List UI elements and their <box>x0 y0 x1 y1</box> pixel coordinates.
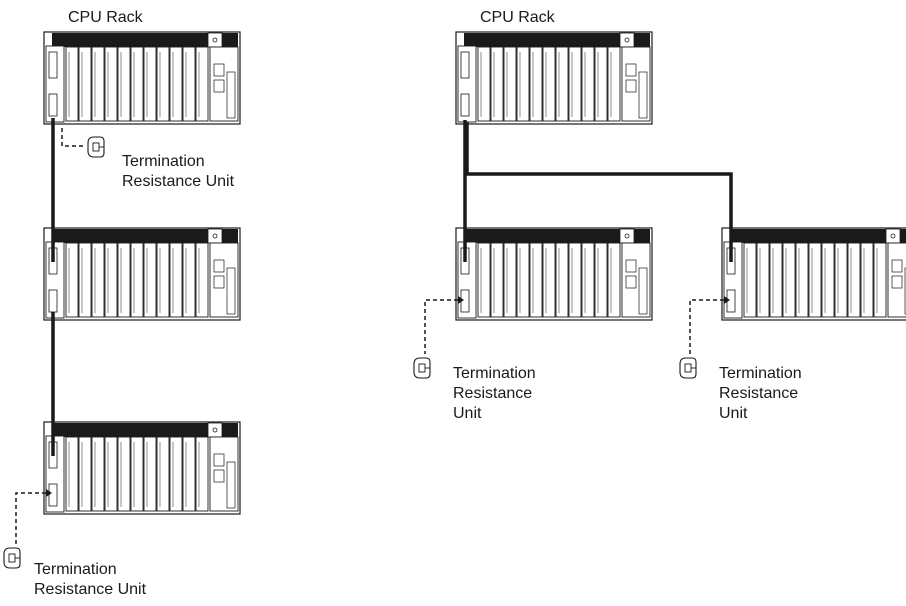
right-cpu-rack-label: CPU Rack <box>480 8 555 28</box>
label-line: Termination <box>122 152 234 172</box>
label-line: Unit <box>453 404 536 424</box>
left-top-termination-connector <box>62 128 86 146</box>
right-far-termination-connector <box>690 300 724 354</box>
left-expansion-rack-1 <box>44 228 240 320</box>
left-cpu-rack <box>44 32 240 124</box>
label-line: Termination <box>719 364 802 384</box>
termination-resistor-icon <box>414 358 430 378</box>
termination-resistor-icon <box>4 548 20 568</box>
right-expansion-rack-2 <box>722 228 906 320</box>
left-top-termination-label: Termination Resistance Unit <box>122 152 234 192</box>
termination-resistor-icon <box>88 137 104 157</box>
left-expansion-rack-2 <box>44 422 240 514</box>
left-bottom-termination-connector <box>16 493 46 546</box>
left-cpu-rack-label: CPU Rack <box>68 8 143 28</box>
label-line: Resistance <box>453 384 536 404</box>
right-middle-termination-label: Termination Resistance Unit <box>453 364 536 424</box>
label-line: Resistance <box>719 384 802 404</box>
right-expansion-rack-1 <box>456 228 652 320</box>
label-line: Resistance Unit <box>34 580 146 600</box>
label-line: Termination <box>453 364 536 384</box>
label-line: Termination <box>34 560 146 580</box>
left-bottom-termination-label: Termination Resistance Unit <box>34 560 146 600</box>
label-line: Unit <box>719 404 802 424</box>
right-middle-termination-connector <box>425 300 458 354</box>
label-line: Resistance Unit <box>122 172 234 192</box>
termination-resistor-icon <box>680 358 696 378</box>
right-cpu-rack <box>456 32 652 124</box>
right-far-termination-label: Termination Resistance Unit <box>719 364 802 424</box>
